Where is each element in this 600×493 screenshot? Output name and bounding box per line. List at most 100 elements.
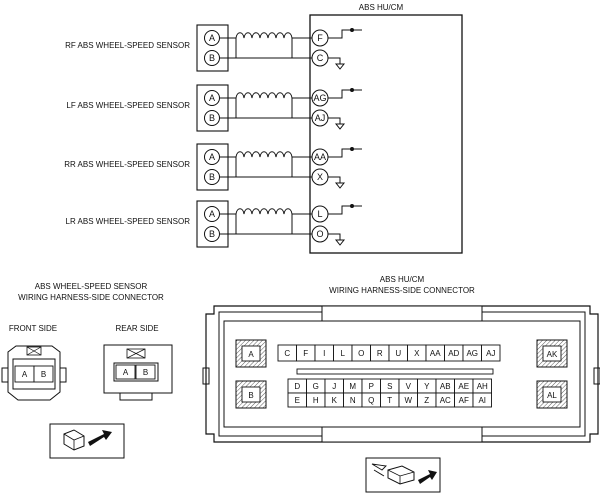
terminal-cell-label: AD [448,349,459,358]
terminal-cell-label: J [332,382,336,391]
terminal-cell-label: AJ [486,349,495,358]
sensor-connector-title-1: ABS WHEEL-SPEED SENSOR [35,282,148,291]
module-connector-title-2: WIRING HARNESS-SIDE CONNECTOR [329,286,475,295]
sensor-pin [204,226,220,242]
sensor-pin-label: A [209,33,215,43]
module-connector-view-illustration [365,457,441,493]
abs-module-box [309,14,463,254]
sensor-circuit: RF ABS WHEEL-SPEED SENSOR AB FC [65,24,362,72]
terminal-cell-label: Q [368,396,374,405]
sensor-pin-label: A [209,93,215,103]
terminal-cell-label: F [303,349,308,358]
ground-icon [334,63,346,70]
terminal-cell-label: D [294,382,300,391]
terminal-cell-label: K [332,396,338,405]
terminal-cell-label: U [395,349,401,358]
sensor-connector-front: A B [1,345,67,401]
sensor-label: RF ABS WHEEL-SPEED SENSOR [65,41,190,50]
terminal-cell-label: AB [440,382,451,391]
sensor-connector-view-illustration [49,423,125,459]
twisted-pair-wire [235,32,293,39]
sensor-pin [204,50,220,66]
terminal-cell-label: AC [440,396,451,405]
sensor-pin-label: A [209,152,215,162]
hatched-terminal-label: AL [547,391,557,400]
twisted-pair-wire [235,92,293,99]
sensor-pin [204,169,220,185]
sensor-pin [204,30,220,46]
rear-pin-a: A [123,368,129,377]
terminal-cell-label: AF [459,396,469,405]
ground-icon [334,123,346,130]
terminal-cell-label: AG [466,349,478,358]
terminal-cell-label: AE [458,382,469,391]
front-side-label: FRONT SIDE [9,324,57,333]
rear-pin-b: B [143,368,148,377]
sensor-label: LR ABS WHEEL-SPEED SENSOR [66,217,191,226]
module-pin-label: C [317,53,324,63]
terminal-cell-label: V [406,382,412,391]
module-pin-label: O [316,229,323,239]
sensor-label: LF ABS WHEEL-SPEED SENSOR [66,101,190,110]
terminal-cell-label: P [369,382,374,391]
sensor-pin-label: A [209,209,215,219]
sensor-pin [204,206,220,222]
sensor-pin [204,110,220,126]
terminal-cell-label: S [387,382,392,391]
front-pin-a: A [22,370,28,379]
sensor-connector-rear: A B [103,344,173,401]
terminal-cell-label: M [349,382,356,391]
front-pin-b: B [41,370,46,379]
terminal-cell-label: E [295,396,300,405]
terminal-cell-label: AA [430,349,441,358]
terminal-cell-label: Z [424,396,429,405]
terminal-cell-label: C [284,349,290,358]
module-title: ABS HU/CM [359,3,404,12]
twisted-pair-wire [235,151,293,158]
twisted-pair-wire [235,208,293,215]
ground-icon [334,239,346,246]
terminal-cell-label: O [358,349,364,358]
terminal-cell-label: N [350,396,356,405]
module-pin-label: X [317,172,323,182]
sensor-connector-body [196,200,229,248]
terminal-cell-label: G [313,382,319,391]
terminal-cell-label: T [387,396,392,405]
terminal-cell-label: W [404,396,412,405]
module-connector-title-1: ABS HU/CM [380,275,425,284]
terminal-cell-label: H [313,396,319,405]
hatched-terminal-label: AK [547,350,558,359]
terminal-cell-label: L [341,349,346,358]
terminal-cell-label: AI [478,396,486,405]
ground-icon [334,182,346,189]
sensor-connector-body [196,143,229,191]
sensor-pin [204,149,220,165]
hatched-terminal-label: B [248,391,253,400]
sensor-pin [204,90,220,106]
terminal-cell-label: I [323,349,325,358]
sensor-pin-label: B [209,113,215,123]
terminal-cell [481,344,501,362]
terminal-cell-label: R [377,349,383,358]
sensor-pin-label: B [209,53,215,63]
module-pin-label: AG [313,93,326,103]
module-pin-label: F [317,33,323,43]
terminal-cell [472,392,492,408]
module-pin-label: AA [314,152,326,162]
module-pin-label: AJ [315,113,326,123]
sensor-connector-body [196,84,229,132]
sensor-pin-label: B [209,172,215,182]
sensor-connector-title-2: WIRING HARNESS-SIDE CONNECTOR [18,293,164,302]
sensor-connector-body [196,24,229,72]
terminal-cell-label: AH [477,382,488,391]
terminal-cell-label: X [414,349,420,358]
rear-side-label: REAR SIDE [115,324,158,333]
hatched-terminal-label: A [248,350,254,359]
module-pin-label: L [317,209,322,219]
